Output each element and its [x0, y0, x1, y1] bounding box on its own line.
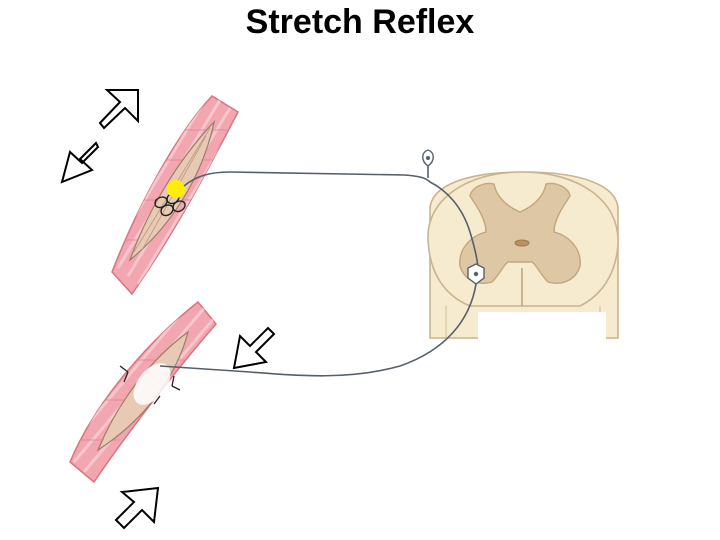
- motor-signal-arrow: [232, 326, 276, 370]
- lower-muscle-pale-region: [133, 363, 171, 405]
- motor-neuron-icon: [467, 263, 485, 285]
- blank-overlay-right: [478, 312, 606, 426]
- contraction-arrow: [114, 486, 160, 530]
- sensory-neuron: [183, 166, 479, 271]
- sensory-axon: [183, 171, 431, 187]
- motor-neuron: [159, 283, 477, 377]
- upper-muscle: [111, 95, 239, 296]
- stretch-arrow-down-left: [60, 141, 100, 184]
- blank-overlay-bottom: [236, 406, 348, 484]
- stretch-receptor-highlight: [167, 180, 185, 198]
- sensory-axon-to-cord: [429, 181, 479, 271]
- stretch-arrow-up-right: [98, 89, 139, 130]
- spinal-cord: [427, 171, 619, 339]
- central-canal: [514, 239, 530, 247]
- gray-matter: [459, 182, 581, 284]
- ganglion-neuron-icon: [422, 149, 434, 167]
- motor-axon: [159, 283, 477, 377]
- lower-muscle: [69, 300, 217, 484]
- motor-end-plates: [119, 365, 181, 405]
- slide-title: Stretch Reflex: [245, 3, 475, 41]
